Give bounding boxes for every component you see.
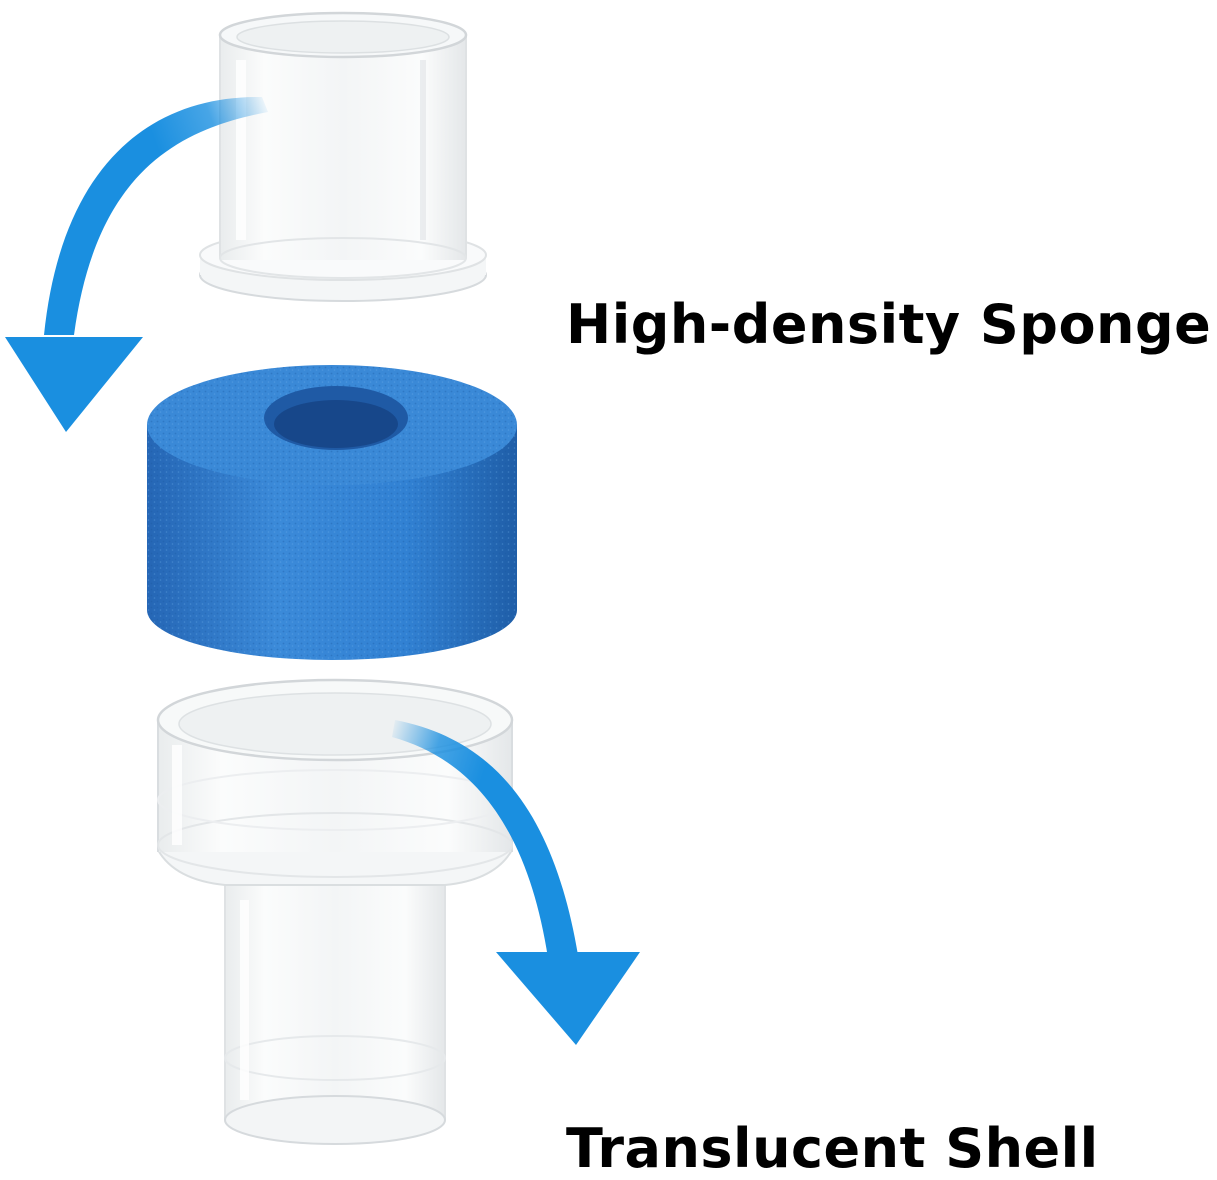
sponge-filter [147, 365, 517, 660]
label-translucent-shell: Translucent Shell [566, 1117, 1099, 1180]
curved-arrow-down-right-icon [392, 720, 640, 1045]
top-shell-cap [199, 11, 487, 302]
curved-arrow-down-left-icon [5, 96, 268, 432]
bottom-shell [156, 678, 514, 1145]
label-high-density-sponge: High-density Sponge [566, 293, 1212, 356]
